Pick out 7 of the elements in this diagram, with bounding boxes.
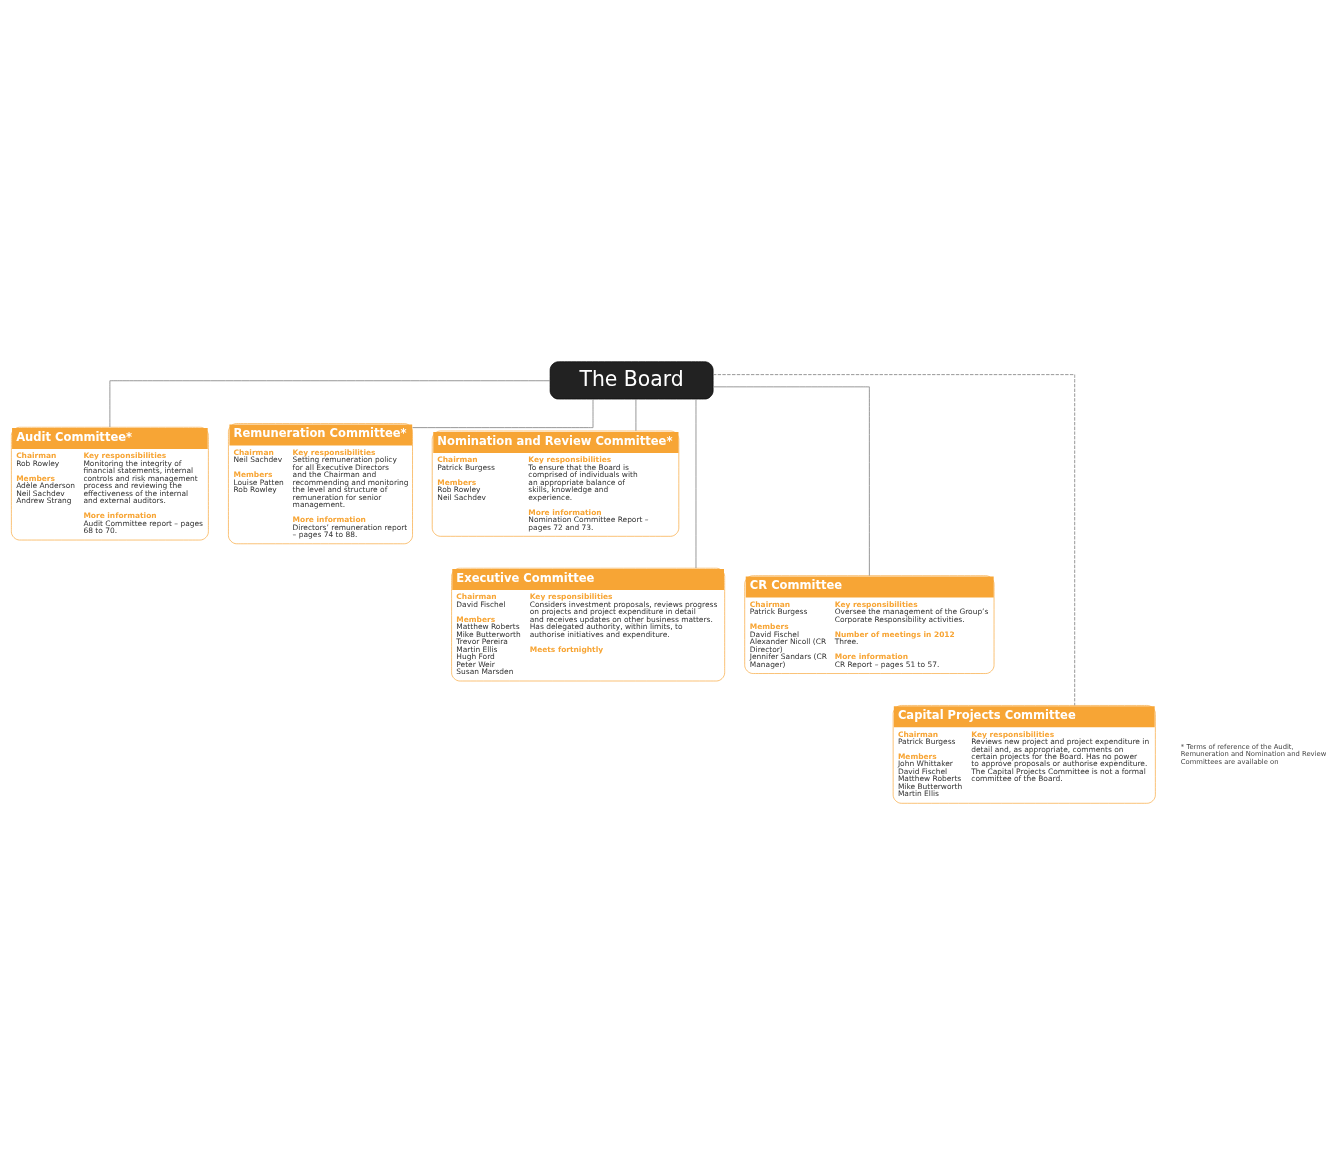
connector bbox=[109, 380, 551, 428]
node-box: The Board bbox=[549, 361, 714, 400]
connector bbox=[712, 374, 1076, 706]
connector bbox=[695, 398, 697, 569]
connector bbox=[635, 398, 637, 432]
connector bbox=[412, 398, 594, 429]
connector bbox=[713, 386, 870, 577]
